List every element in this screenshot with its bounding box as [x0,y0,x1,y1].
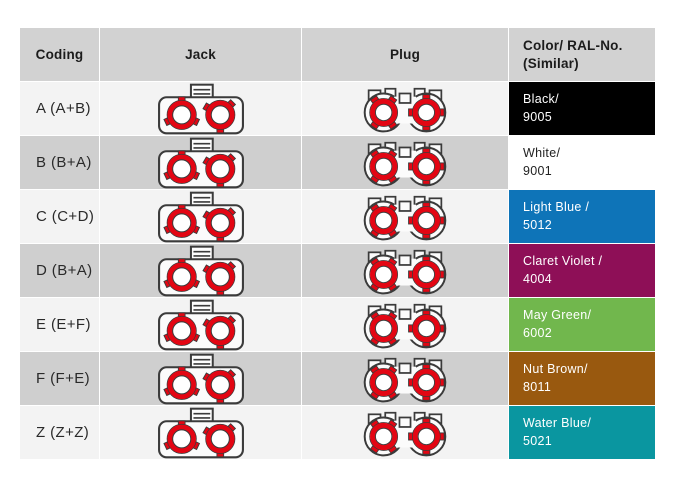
jack-cell [100,244,301,297]
jack-connector-icon [157,191,245,243]
plug-connector-icon [359,84,451,133]
connector-coding-table: Coding Jack Plug Color/ RAL-No.(Similar)… [20,28,656,460]
jack-connector-icon [157,137,245,189]
header-label: Plug [389,47,421,62]
plug-cell [302,82,508,135]
plug-connector-icon [359,354,451,403]
coding-cell: B (B+A) [20,136,99,189]
color-swatch: May Green/6002 [509,298,655,351]
header-label: Color/ RAL-No.(Similar) [523,37,623,71]
jack-connector-icon [157,245,245,297]
plug-connector-icon [359,192,451,241]
column-header-plug: Plug [302,28,508,81]
jack-cell [100,406,301,459]
jack-connector-icon [157,407,245,459]
plug-cell [302,298,508,351]
color-swatch: Black/9005 [509,82,655,135]
color-swatch: Claret Violet /4004 [509,244,655,297]
jack-cell [100,352,301,405]
plug-cell [302,406,508,459]
jack-connector-icon [157,83,245,135]
column-header-jack: Jack [100,28,301,81]
jack-cell [100,298,301,351]
color-swatch: Water Blue/5021 [509,406,655,459]
header-label: Coding [35,47,84,62]
jack-connector-icon [157,299,245,351]
plug-cell [302,352,508,405]
plug-cell [302,244,508,297]
column-header-color: Color/ RAL-No.(Similar) [509,28,655,81]
color-swatch: White/9001 [509,136,655,189]
plug-connector-icon [359,300,451,349]
plug-connector-icon [359,408,451,457]
coding-cell: F (F+E) [20,352,99,405]
coding-cell: A (A+B) [20,82,99,135]
coding-cell: C (C+D) [20,190,99,243]
coding-cell: E (E+F) [20,298,99,351]
plug-connector-icon [359,246,451,295]
plug-cell [302,136,508,189]
coding-cell: D (B+A) [20,244,99,297]
plug-connector-icon [359,138,451,187]
color-swatch: Light Blue /5012 [509,190,655,243]
plug-cell [302,190,508,243]
jack-cell [100,136,301,189]
jack-cell [100,190,301,243]
jack-cell [100,82,301,135]
column-header-coding: Coding [20,28,99,81]
color-swatch: Nut Brown/8011 [509,352,655,405]
jack-connector-icon [157,353,245,405]
coding-cell: Z (Z+Z) [20,406,99,459]
header-label: Jack [185,47,216,62]
